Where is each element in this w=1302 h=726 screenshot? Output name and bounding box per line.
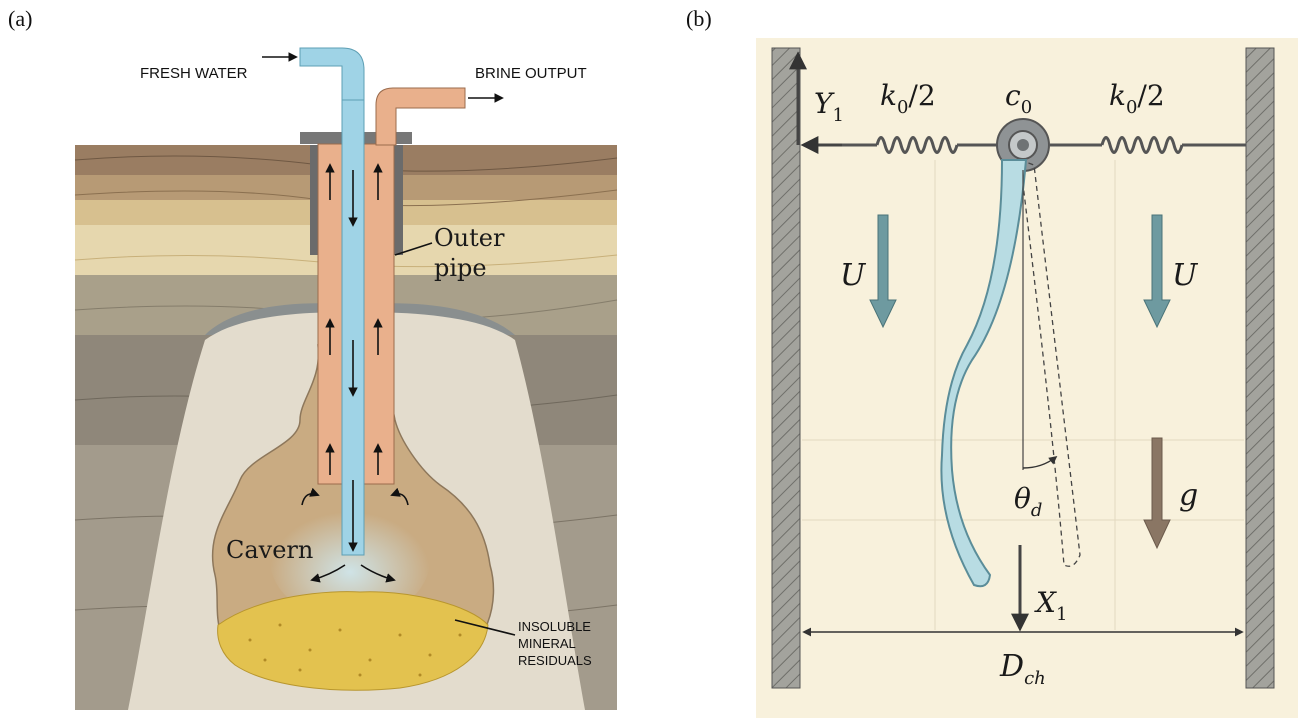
flow-arrow-left (869, 214, 897, 329)
panel-b-diagram: Y1 k0/2 c0 k0/2 U U θd g X1 Dch (756, 38, 1298, 718)
angle-arc (1022, 455, 1058, 469)
gravity-label: g (1179, 478, 1198, 513)
panel-a-diagram: FRESH WATER BRINE OUTPUT Outer pipe Cave… (74, 47, 618, 710)
residuals-leader (454, 619, 516, 636)
spring-left-label: k0/2 (880, 79, 936, 118)
panel-a-label: (a) (8, 6, 33, 31)
x1-label: X1 (1034, 586, 1067, 625)
spring-right-label: k0/2 (1109, 79, 1165, 118)
mineral-residuals (217, 591, 489, 691)
left-spring (875, 136, 959, 154)
fresh-water-label: FRESH WATER (140, 65, 248, 82)
undeflected-body-outline (1019, 159, 1081, 567)
fresh-water-inlet (299, 47, 365, 101)
angle-label: θd (1014, 482, 1042, 521)
swirl-arrow-right (390, 487, 409, 506)
outer-pipe-label-1: Outer (434, 224, 505, 252)
brine-output-label: BRINE OUTPUT (475, 65, 587, 82)
left-wall (771, 47, 801, 689)
residuals-label-2: MINERAL (518, 636, 576, 651)
gravity-arrow (1143, 437, 1171, 550)
flexible-body (940, 159, 1028, 588)
outer-pipe-label-2: pipe (434, 254, 487, 282)
panel-b-label: (b) (686, 6, 712, 31)
flow-arrow-right (1143, 214, 1171, 329)
residual-speckles (248, 623, 462, 677)
channel-width-label: Dch (999, 649, 1046, 689)
right-spring (1100, 136, 1184, 154)
flow-right-label: U (1172, 258, 1199, 293)
residuals-label-3: RESIDUALS (518, 653, 592, 668)
outflow-arrow-left (310, 564, 346, 583)
right-wall (1245, 47, 1275, 689)
flow-left-label: U (840, 258, 867, 293)
swirl-arrow-left (301, 487, 320, 506)
residuals-label-1: INSOLUBLE (518, 619, 591, 634)
damper-label: c0 (1005, 79, 1032, 118)
outflow-arrow-right (360, 564, 396, 583)
brine-outlet-pipe (375, 87, 466, 146)
cavern-label: Cavern (226, 536, 313, 564)
outer-pipe-leader (394, 242, 433, 256)
y1-label: Y1 (814, 87, 844, 126)
